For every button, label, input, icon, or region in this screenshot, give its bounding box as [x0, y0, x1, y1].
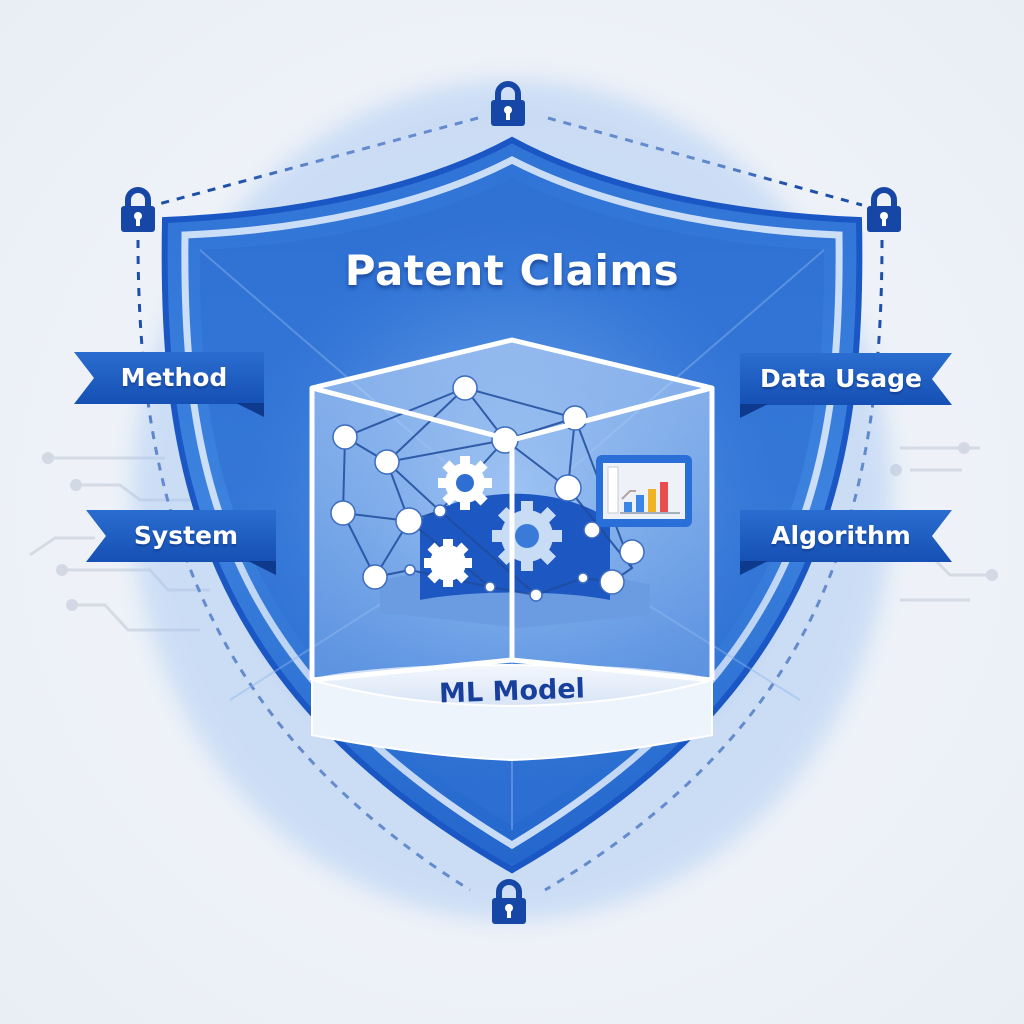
- ribbon-system: System: [86, 510, 276, 575]
- ribbon-method: Method: [74, 352, 264, 417]
- circuit-nodes: [42, 442, 998, 611]
- ribbon-label: Data Usage: [759, 364, 923, 393]
- neural-network-nodes: [330, 375, 645, 602]
- glass-cube: [309, 337, 715, 683]
- gear-icon: [438, 456, 492, 510]
- padlock-icon: [491, 81, 525, 126]
- ribbon-algorithm: Algorithm: [740, 510, 952, 575]
- ribbon-data-usage: Data Usage: [740, 353, 952, 418]
- gear-icon: [492, 501, 562, 571]
- ribbon-label: Algorithm: [771, 521, 911, 550]
- diagram-title: Patent Claims: [344, 246, 680, 295]
- ribbon-label: Method: [120, 363, 228, 392]
- ribbon-label: System: [133, 521, 239, 550]
- padlock-icon: [867, 187, 901, 232]
- padlock-icon: [492, 879, 526, 924]
- gear-icon: [424, 539, 472, 587]
- bar-chart-monitor-icon: [596, 455, 692, 527]
- padlock-icon: [121, 187, 155, 232]
